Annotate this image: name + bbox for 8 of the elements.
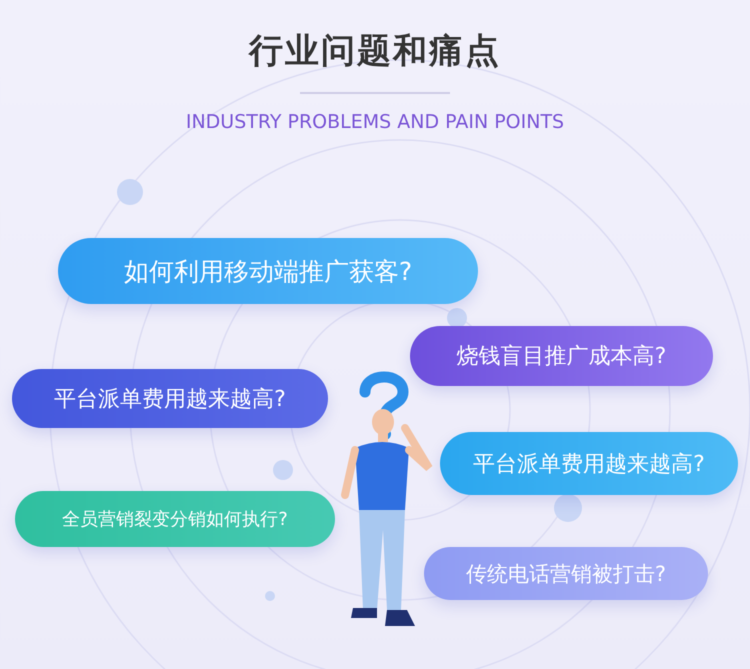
speech-bubble: 平台派单费用越来越高? [12,369,328,428]
speech-bubble: 平台派单费用越来越高? [440,432,738,495]
speech-bubble: 传统电话营销被打击? [424,547,708,600]
title: 行业问题和痛点 [247,30,502,73]
speech-bubble: 全员营销裂变分销如何执行? [15,491,335,547]
subtitle: INDUSTRY PROBLEMS AND PAIN POINTS [184,111,566,133]
speech-bubble: 烧钱盲目推广成本高? [410,326,713,386]
speech-bubble: 如何利用移动端推广获客? [58,238,478,304]
